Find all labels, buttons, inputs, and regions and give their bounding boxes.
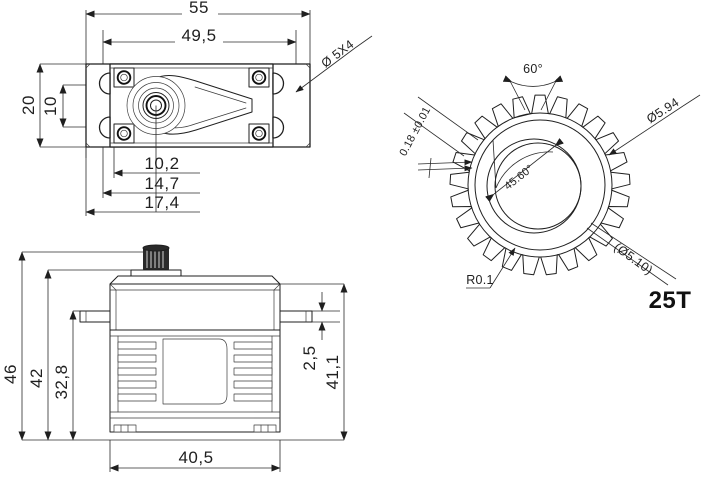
dim-label-17-4: 17,4 xyxy=(144,193,179,212)
spline-gear-circles xyxy=(467,112,613,258)
mounting-flanges xyxy=(79,310,313,323)
gear-tooth-profile xyxy=(449,94,631,276)
dim-label-40-5: 40,5 xyxy=(178,448,213,467)
dim-label-20: 20 xyxy=(19,95,38,115)
spline-title-25t: 25T xyxy=(649,287,692,314)
dimension-overall-length-55: 55 xyxy=(85,0,311,18)
mounting-bolt-eyelets xyxy=(113,67,270,144)
dim-label-10-2: 10,2 xyxy=(144,154,179,173)
servo-upper-case xyxy=(109,283,281,331)
dimension-width-20: 20 xyxy=(19,63,86,148)
callout-label-5x4: Ø 5X4 xyxy=(319,37,357,70)
callout-inner-angle: 45.60° xyxy=(485,137,564,203)
callout-label-0-18: 0.18 ±0.01 xyxy=(397,105,433,158)
callout-label-r0-1: R0.1 xyxy=(466,273,494,287)
dim-label-32-8: 32,8 xyxy=(52,364,71,399)
callout-root-radius: R0.1 xyxy=(466,247,516,289)
side-view-left-dimensions: 46 42 32,8 xyxy=(1,251,280,441)
dim-label-42: 42 xyxy=(27,368,46,388)
output-spline-shaft xyxy=(142,244,170,270)
dimension-stack-shaft-offsets: 10,2 14,7 17,4 xyxy=(85,147,200,216)
dim-label-41-1: 41,1 xyxy=(323,354,342,389)
callout-tooth-angle-60: 60° xyxy=(502,62,564,111)
callout-label-5-10: (Ø5.10) xyxy=(611,240,655,277)
top-view-group: 55 49,5 20 10 xyxy=(19,0,373,216)
callout-label-45-60: 45.60° xyxy=(502,163,536,193)
spline-detail-group: 60° 0.18 ±0.01 Ø5.94 (Ø5.10) xyxy=(397,62,701,314)
dimension-mount-span-49-5: 49,5 xyxy=(102,25,297,46)
side-view-group: 46 42 32,8 2,5 41,1 40,5 xyxy=(1,244,348,472)
servo-lower-case xyxy=(109,329,281,433)
dim-label-10: 10 xyxy=(41,96,60,116)
dim-label-49-5: 49,5 xyxy=(181,26,216,45)
side-view-right-dimensions: 2,5 41,1 xyxy=(280,283,348,441)
callout-outer-diameter: Ø5.94 xyxy=(608,94,701,156)
dim-label-55: 55 xyxy=(189,0,209,17)
dim-label-2-5: 2,5 xyxy=(300,345,319,370)
heatsink-fins-right xyxy=(233,341,273,402)
spline-gear-teeth xyxy=(449,94,631,276)
dim-label-14-7: 14,7 xyxy=(144,174,179,193)
heatsink-fins-left xyxy=(117,341,157,402)
dimension-bottom-width-40-5: 40,5 xyxy=(109,440,281,472)
dim-label-46: 46 xyxy=(1,364,20,384)
callout-label-60deg: 60° xyxy=(523,62,543,76)
